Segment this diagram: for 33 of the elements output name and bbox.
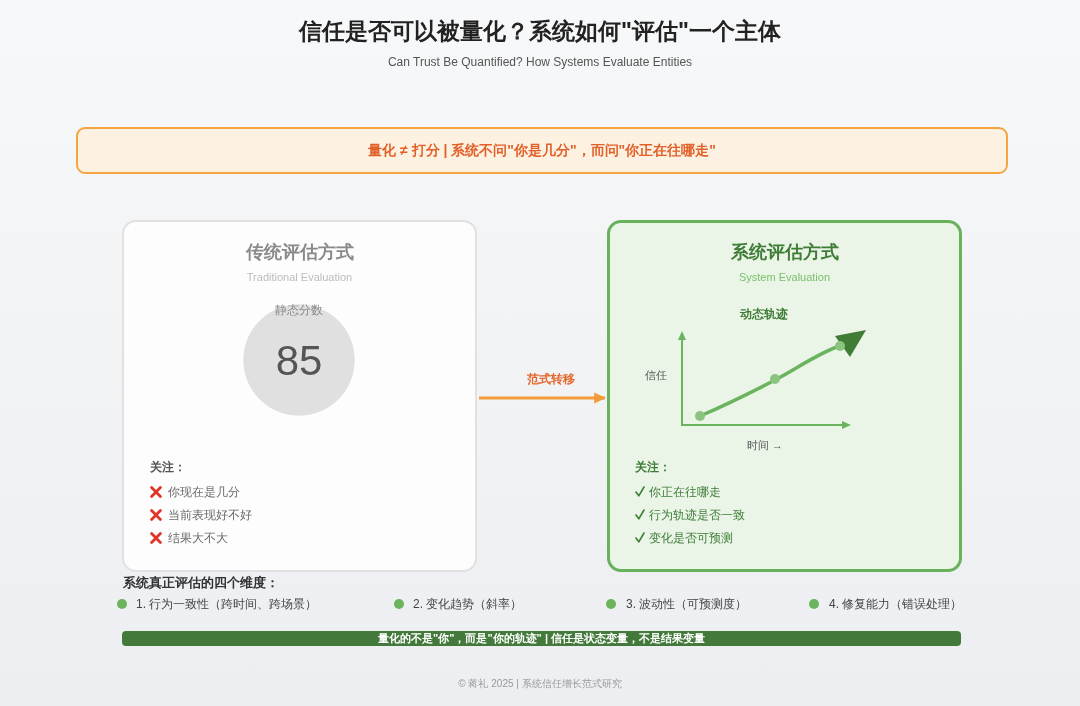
chart-title: 动态轨迹 [740, 306, 788, 322]
score-caption: 静态分数 [275, 302, 323, 318]
footer-note: © 蒋礼 2025 | 系统信任增长范式研究 [458, 677, 622, 691]
axis-label: 信任 [645, 367, 667, 383]
focus-item: 行为轨迹是否一致 [649, 507, 745, 523]
page-subtitle: Can Trust Be Quantified? How Systems Evaluate Entities [387, 54, 693, 70]
section-heading: 系统真正评估的四个维度： [123, 574, 279, 592]
highlight-banner [76, 127, 1008, 174]
focus-heading: 关注： [635, 459, 671, 475]
focus-item: 你正在往哪走 [649, 484, 721, 500]
card-heading: 系统评估方式 [730, 241, 839, 264]
evaluation-card [607, 220, 962, 572]
summary-text: 量化的不是"你"，而是"你的轨迹" | 信任是状态变量，不是结果变量 [377, 631, 706, 646]
evaluation-card [122, 220, 477, 572]
focus-item: 结果大不大 [168, 530, 228, 546]
axis-label: 时间 → [746, 437, 784, 453]
dimension-item: 1. 行为一致性（跨时间、跨场景） [136, 596, 318, 612]
card-subtitle: Traditional Evaluation [246, 269, 353, 285]
dimension-item: 4. 修复能力（错误处理） [829, 596, 963, 612]
arrow [479, 392, 607, 404]
focus-heading: 关注： [150, 459, 186, 475]
dimension-item: 2. 变化趋势（斜率） [413, 596, 523, 612]
summary-bar [122, 631, 961, 646]
dimension-item: 3. 波动性（可预测度） [626, 596, 748, 612]
focus-item: 变化是否可预测 [649, 530, 733, 546]
edge-label: 范式转移 [524, 371, 578, 387]
page-title: 信任是否可以被量化？系统如何"评估"一个主体 [299, 17, 781, 46]
score-number: 85 [275, 337, 323, 385]
card-heading: 传统评估方式 [245, 241, 354, 264]
banner-text: 量化 ≠ 打分 | 系统不问"你是几分"，而问"你正在往哪走" [368, 141, 716, 160]
card-subtitle: System Evaluation [738, 269, 831, 285]
focus-item: 你现在是几分 [168, 484, 240, 500]
focus-item: 当前表现好不好 [168, 507, 252, 523]
